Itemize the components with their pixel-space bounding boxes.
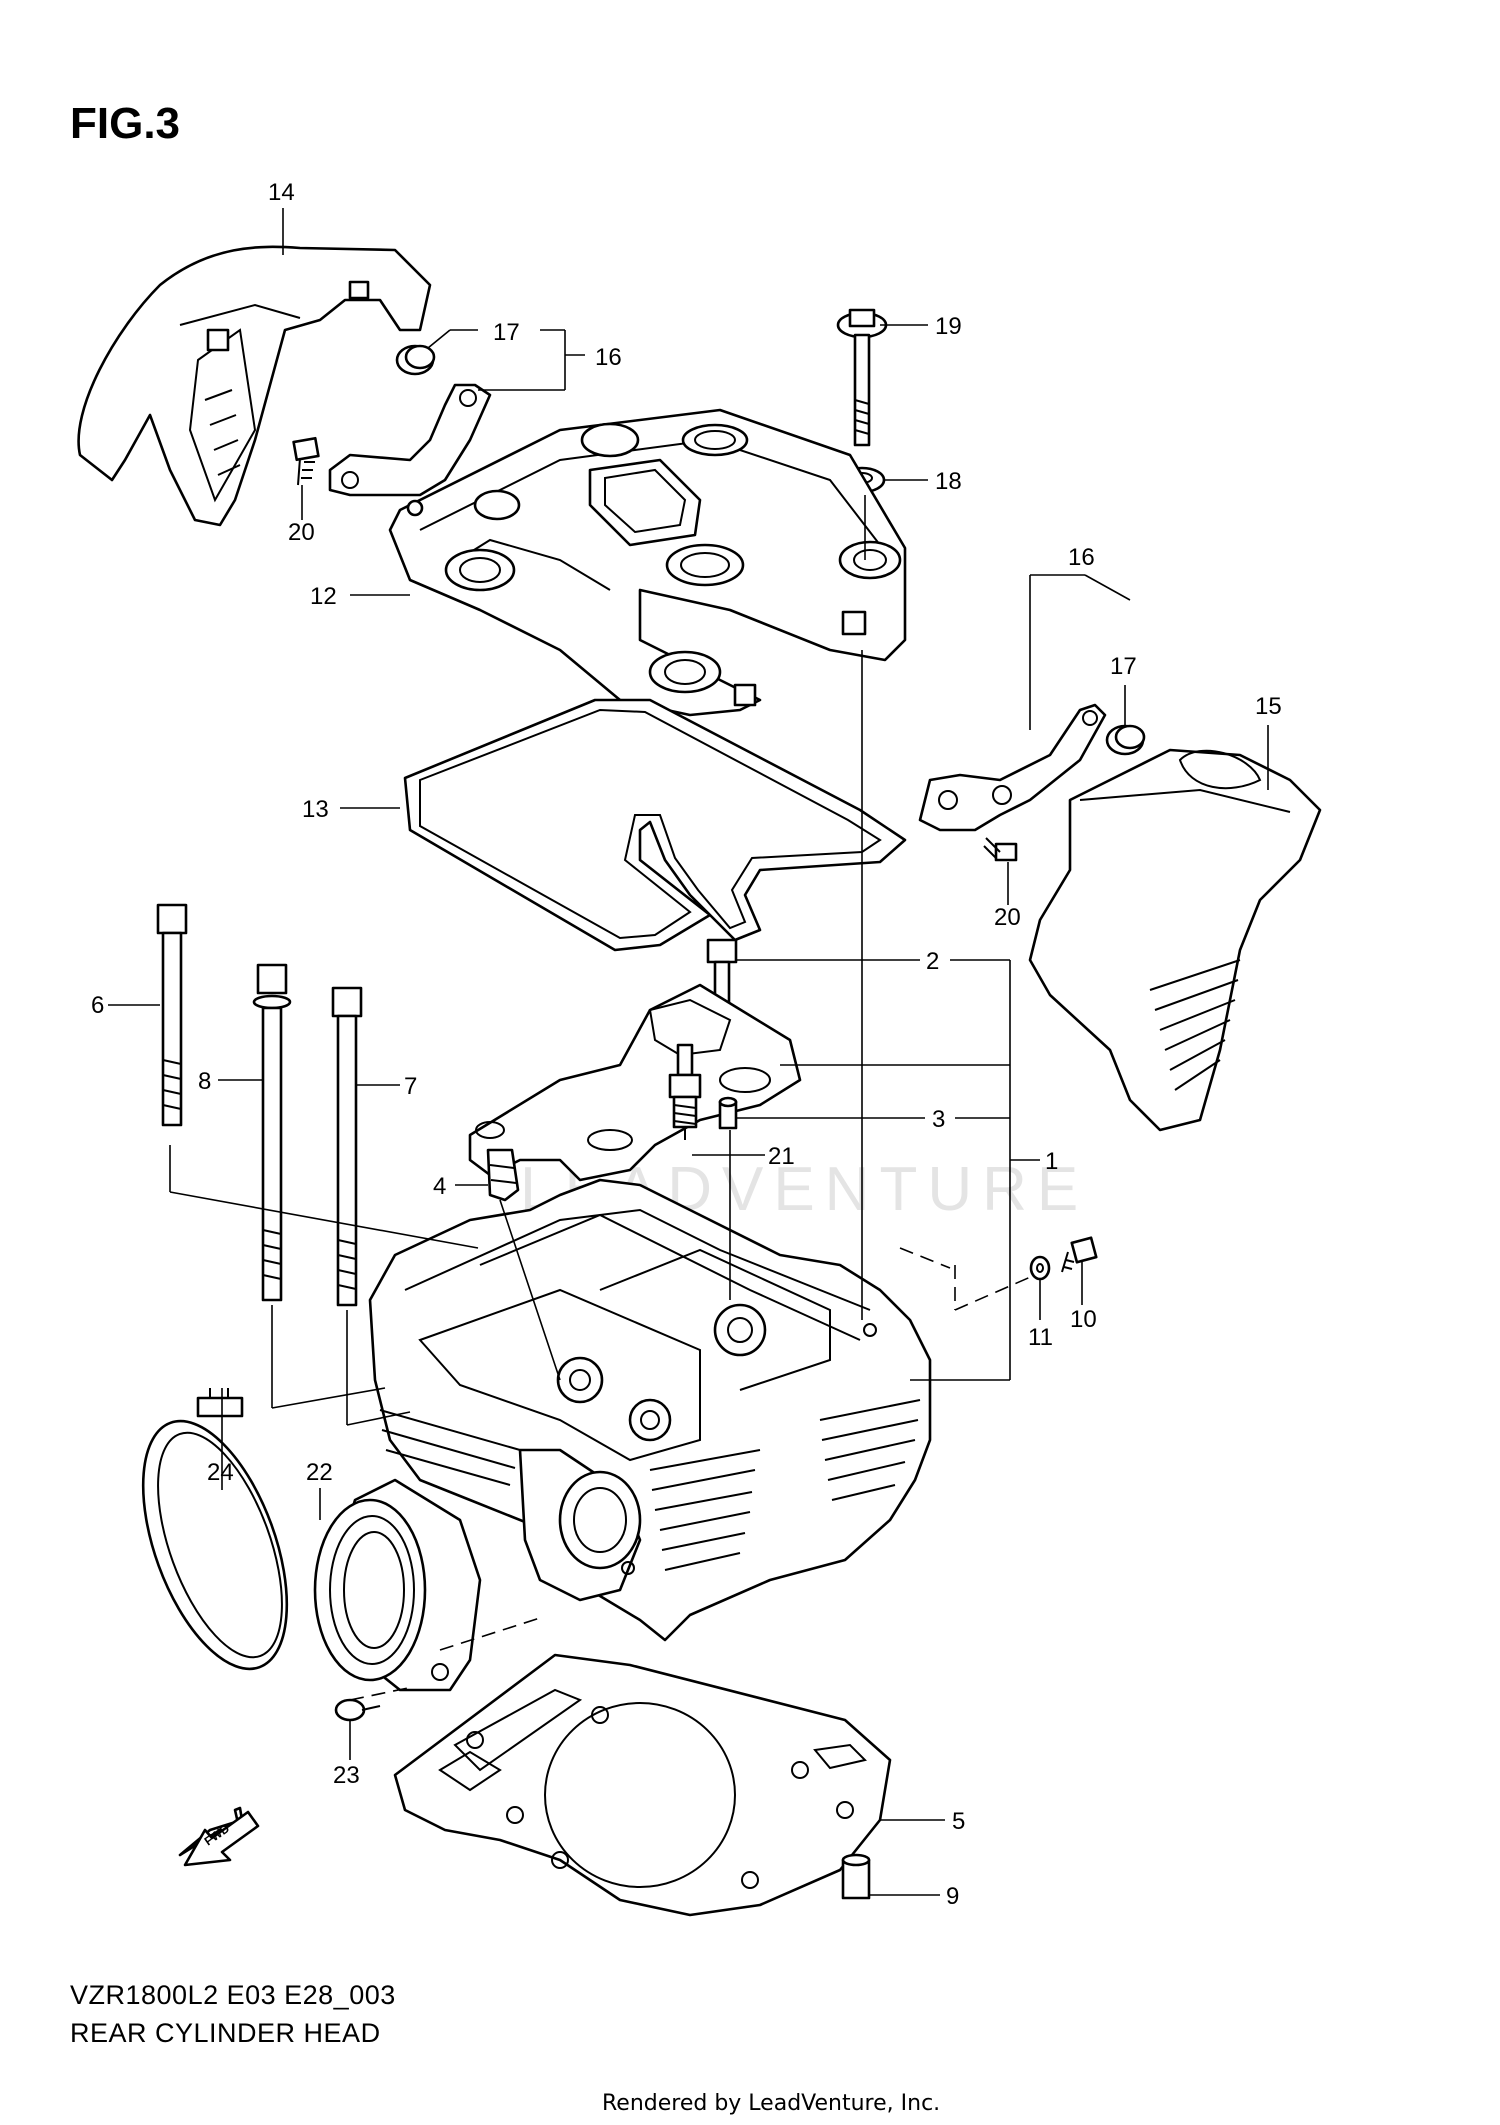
part-7-bolt[interactable] [331, 986, 363, 1307]
part-3-dowel-pin[interactable] [718, 1096, 738, 1130]
callout-2: 2 [926, 948, 939, 975]
part-20-screw-lower[interactable] [983, 837, 1018, 862]
callout-9: 9 [946, 1883, 959, 1910]
section-name: REAR CYLINDER HEAD [70, 2018, 381, 2048]
callout-18: 18 [935, 468, 962, 495]
part-5-head-gasket[interactable] [393, 1653, 892, 1917]
part-8-bolt[interactable] [252, 963, 292, 1302]
part-9-dowel[interactable] [841, 1853, 871, 1900]
part-16-bracket-lower[interactable] [918, 703, 1107, 832]
part-14-left-cover[interactable] [77, 245, 432, 527]
callout-16-upper: 16 [595, 344, 622, 371]
part-17-grommet-upper[interactable] [395, 344, 436, 376]
part-10-bolt[interactable] [1061, 1236, 1098, 1273]
callout-16-lower: 16 [1068, 544, 1095, 571]
callout-15: 15 [1255, 693, 1282, 720]
leader-lines [108, 208, 1269, 1896]
callout-3: 3 [932, 1106, 945, 1133]
part-17-grommet-lower[interactable] [1105, 724, 1146, 756]
figure-title: FIG.3 [70, 99, 180, 148]
part-4-valve[interactable] [486, 1148, 520, 1202]
callout-13: 13 [302, 796, 329, 823]
part-13-gasket[interactable] [403, 698, 907, 952]
part-1-cylinder-head[interactable] [368, 1178, 932, 1642]
callout-10: 10 [1070, 1306, 1097, 1333]
part-6-bolt[interactable] [156, 903, 188, 1127]
callout-12: 12 [310, 583, 337, 610]
part-11-washer[interactable] [1029, 1255, 1051, 1281]
callout-11: 11 [1028, 1324, 1053, 1351]
callout-labels: 14 17 16 19 18 20 12 16 17 15 13 20 6 2 … [91, 179, 1282, 1910]
part-22-intake-pipe[interactable] [313, 1478, 482, 1692]
callout-14: 14 [268, 179, 295, 206]
callout-17-lower: 17 [1110, 653, 1137, 680]
callout-21: 21 [768, 1143, 795, 1170]
fwd-arrow-icon: FWD [178, 1806, 260, 1867]
callout-23: 23 [333, 1762, 360, 1789]
part-21-spark-plug[interactable] [668, 1043, 702, 1140]
callout-22: 22 [306, 1459, 333, 1486]
callout-7: 7 [404, 1073, 417, 1100]
callout-8: 8 [198, 1068, 211, 1095]
callout-5: 5 [952, 1808, 965, 1835]
callout-20-upper: 20 [288, 519, 315, 546]
part-24-clamp[interactable] [114, 1388, 316, 1688]
callout-1: 1 [1045, 1148, 1058, 1175]
callout-4: 4 [433, 1173, 446, 1200]
model-code: VZR1800L2 E03 E28_003 [70, 1980, 396, 2010]
callout-17-upper: 17 [493, 319, 520, 346]
part-15-right-cover[interactable] [1028, 748, 1322, 1132]
render-credit: Rendered by LeadVenture, Inc. [602, 2091, 940, 2116]
callout-20-lower: 20 [994, 904, 1021, 931]
part-12-head-cover[interactable] [388, 408, 907, 717]
callout-19: 19 [935, 313, 962, 340]
part-20-screw-upper[interactable] [292, 436, 320, 486]
callout-24: 24 [207, 1459, 234, 1486]
callout-6: 6 [91, 992, 104, 1019]
part-19-bolt[interactable] [836, 308, 888, 447]
